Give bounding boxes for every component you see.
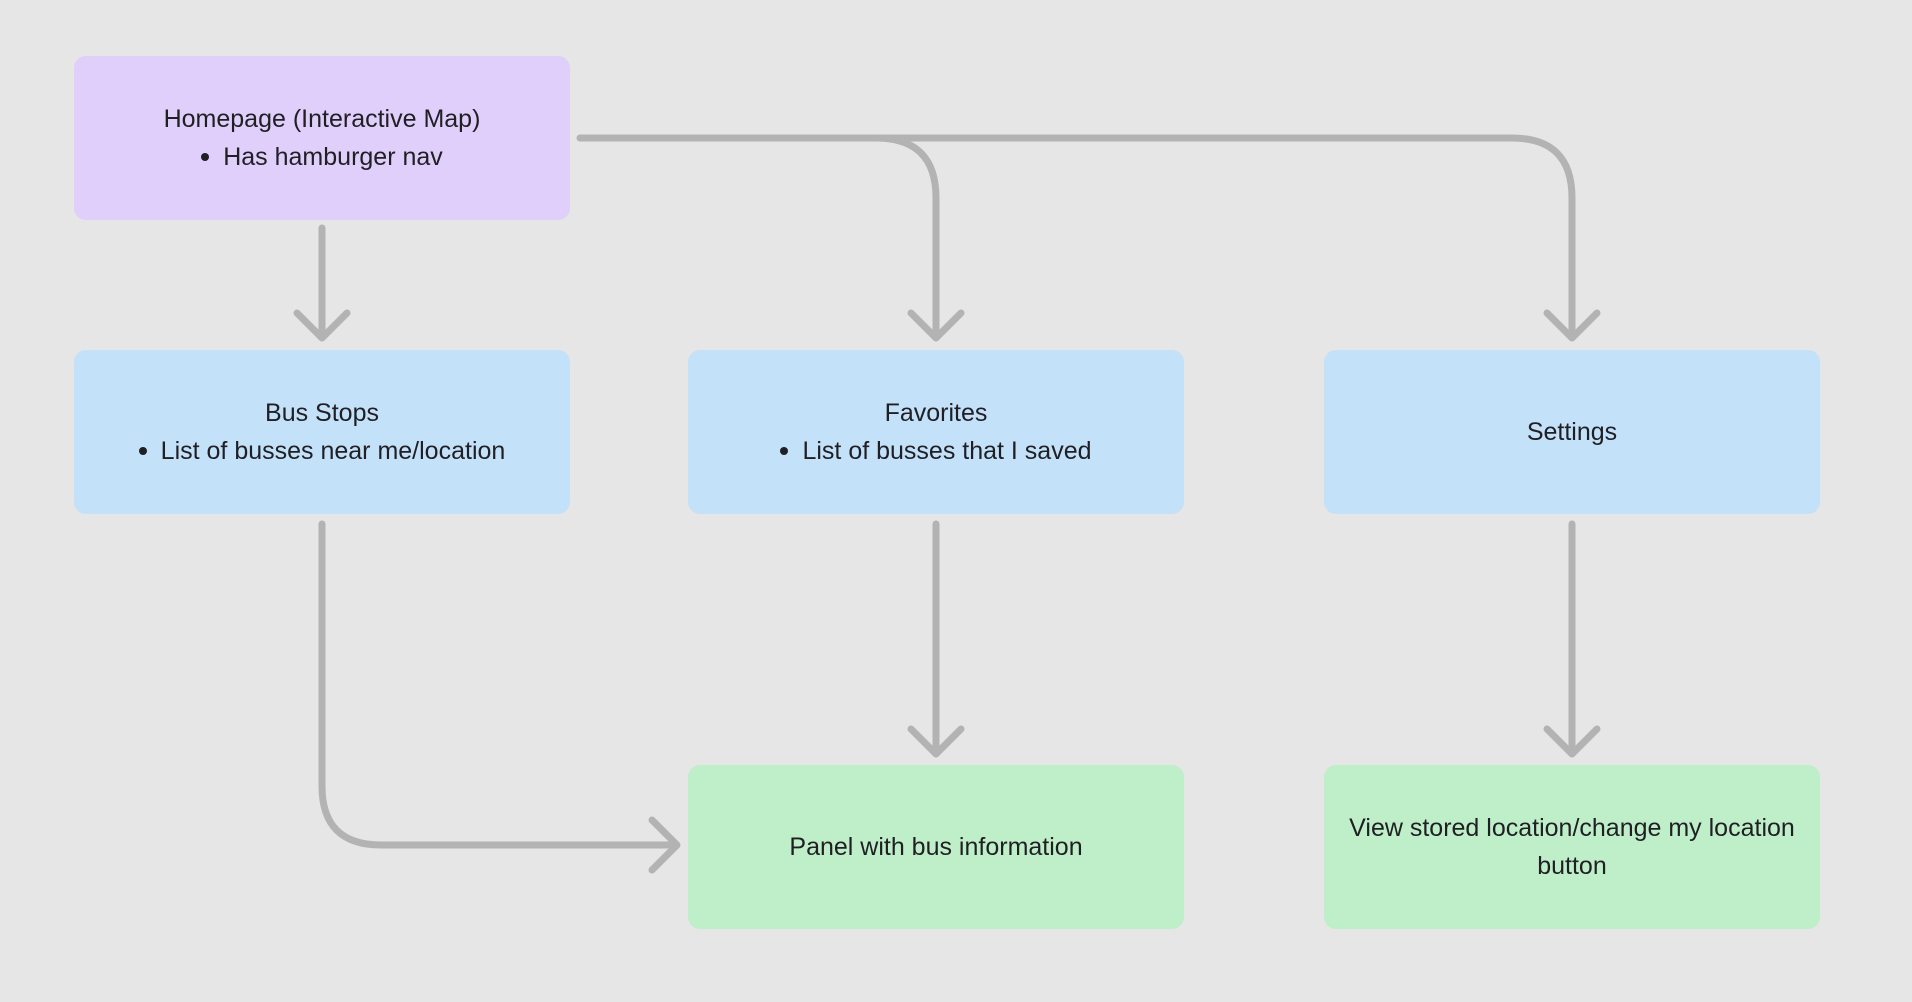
arrowhead-favorites — [907, 309, 965, 342]
arrowhead-panel-from-favorites — [907, 725, 965, 758]
homepage-title: Homepage (Interactive Map) — [163, 105, 481, 133]
bus-stops-node: Bus Stops List of busses near me/locatio… — [74, 350, 570, 514]
favorites-bullet: List of busses that I saved — [780, 432, 1091, 470]
arrowhead-settings — [1543, 309, 1601, 342]
arrowhead-busstops — [293, 309, 351, 342]
connector-home-to-settings — [872, 134, 1576, 341]
bus-panel-title: Panel with bus information — [789, 833, 1083, 861]
favorites-title: Favorites — [884, 399, 988, 427]
location-title: View stored location/change my location … — [1349, 814, 1795, 880]
bus-panel-node: Panel with bus information — [688, 765, 1184, 929]
favorites-node: Favorites List of busses that I saved — [688, 350, 1184, 514]
homepage-node: Homepage (Interactive Map) Has hamburger… — [74, 56, 570, 220]
bus-stops-bullets: List of busses near me/location — [139, 432, 506, 470]
homepage-bullets: Has hamburger nav — [201, 138, 443, 176]
favorites-bullets: List of busses that I saved — [780, 432, 1091, 470]
homepage-bullet: Has hamburger nav — [201, 138, 443, 176]
location-node: View stored location/change my location … — [1324, 765, 1820, 929]
settings-node: Settings — [1324, 350, 1820, 514]
bus-stops-title: Bus Stops — [265, 399, 379, 427]
connector-home-to-favorites — [576, 134, 940, 341]
bus-stops-bullet: List of busses near me/location — [139, 432, 506, 470]
connector-busstops-to-panel — [318, 520, 680, 849]
arrowhead-location — [1543, 725, 1601, 758]
arrowhead-panel-from-busstops — [648, 816, 681, 874]
settings-title: Settings — [1526, 418, 1618, 446]
